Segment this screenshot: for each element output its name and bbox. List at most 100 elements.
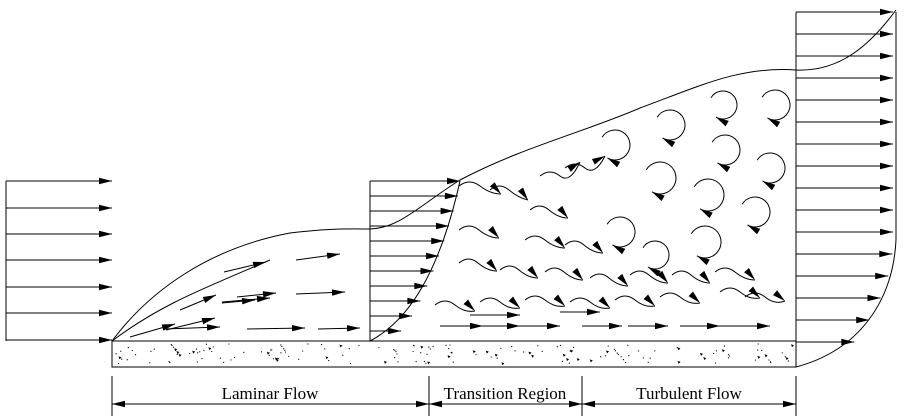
arrow-head bbox=[880, 184, 893, 192]
flow-arrow bbox=[560, 308, 600, 316]
arrow-head bbox=[508, 296, 520, 308]
plate-speck bbox=[189, 352, 191, 355]
plate-speck bbox=[561, 360, 563, 362]
plate-speck bbox=[328, 359, 330, 362]
transition-velocity-arrow bbox=[370, 252, 440, 260]
arrow-head bbox=[486, 258, 497, 271]
plate-speck bbox=[320, 343, 323, 346]
arrow-head bbox=[707, 322, 720, 330]
wavy-arrow bbox=[458, 258, 498, 272]
plate-speck bbox=[195, 348, 198, 350]
transition-velocity-arrow bbox=[370, 207, 454, 215]
plate-speck bbox=[272, 358, 274, 360]
laminar-profile-curve bbox=[111, 259, 271, 342]
plate-speck bbox=[616, 352, 618, 354]
plate-speck bbox=[383, 360, 387, 364]
turbulent-velocity-arrow bbox=[796, 52, 893, 60]
plate-speck bbox=[765, 355, 767, 357]
arrow-head bbox=[414, 282, 428, 290]
plate-speck bbox=[203, 349, 205, 352]
arrow-head bbox=[112, 400, 125, 408]
arrow-head bbox=[880, 206, 893, 214]
plate-speck bbox=[120, 350, 122, 352]
plate-speck bbox=[176, 353, 178, 355]
plate-speck bbox=[727, 353, 730, 356]
arrow-head bbox=[572, 267, 583, 280]
transition-velocity-arrow bbox=[370, 267, 434, 275]
plate-texture bbox=[115, 343, 795, 366]
inlet-velocity-arrow bbox=[6, 177, 112, 185]
wavy-arrow bbox=[564, 155, 606, 171]
wavy-arrow bbox=[529, 205, 569, 219]
plate-speck bbox=[394, 357, 396, 359]
plate-speck bbox=[541, 350, 543, 353]
plate-speck bbox=[628, 355, 630, 357]
plate-speck bbox=[415, 361, 417, 363]
plate-speck bbox=[131, 349, 133, 352]
plate-speck bbox=[485, 350, 489, 354]
arrow-head bbox=[256, 295, 270, 303]
flow-arrow bbox=[165, 317, 216, 331]
plate-speck bbox=[622, 359, 625, 361]
flow-arrow bbox=[720, 322, 770, 330]
arrow-head bbox=[688, 291, 700, 303]
turbulent-velocity-arrow bbox=[796, 250, 893, 258]
wavy-arrow bbox=[614, 294, 656, 307]
plate-speck bbox=[412, 350, 414, 353]
plate-speck bbox=[233, 356, 236, 359]
arrow-head bbox=[206, 324, 220, 331]
arrow-head bbox=[598, 296, 610, 308]
plate-speck bbox=[452, 361, 454, 363]
arrow-head bbox=[99, 309, 112, 317]
plate-speck bbox=[728, 355, 731, 357]
plate-speck bbox=[428, 346, 430, 348]
arrow-head bbox=[880, 228, 893, 236]
turbulent-velocity-arrow bbox=[796, 140, 893, 148]
flow-arrow bbox=[179, 294, 217, 311]
turbulent-velocity-profile bbox=[795, 8, 897, 368]
plate-speck bbox=[676, 346, 678, 349]
plate-speck bbox=[378, 347, 380, 349]
plate-speck bbox=[153, 348, 155, 350]
inlet-velocity-arrow bbox=[6, 309, 112, 317]
plate-speck bbox=[472, 350, 476, 354]
plate-speck bbox=[426, 353, 428, 355]
arrow-head bbox=[767, 117, 781, 128]
plate-speck bbox=[514, 350, 516, 352]
wavy-arrow bbox=[659, 291, 701, 304]
wavy-arrow bbox=[671, 270, 711, 284]
plate-speck bbox=[625, 361, 627, 364]
flow-arrow bbox=[246, 325, 306, 332]
plate-speck bbox=[721, 349, 725, 353]
wavy-arrow bbox=[569, 296, 611, 309]
turbulent-velocity-arrow bbox=[796, 184, 893, 192]
plate-speck bbox=[703, 357, 707, 361]
plate-speck bbox=[523, 351, 525, 353]
arrow-head bbox=[547, 322, 560, 330]
plate-speck bbox=[288, 355, 290, 357]
transition-velocity-arrow bbox=[370, 237, 445, 245]
arrow-head bbox=[463, 299, 475, 311]
wavy-arrow bbox=[589, 273, 629, 287]
plate-speck bbox=[284, 349, 286, 351]
plate-speck bbox=[205, 343, 207, 345]
arrow-head bbox=[554, 236, 565, 248]
plate-speck bbox=[614, 350, 617, 352]
transition-velocity-arrow bbox=[370, 192, 458, 200]
plate-speck bbox=[150, 350, 152, 352]
dimension-arrow bbox=[112, 400, 429, 408]
region-label-laminar: Laminar Flow bbox=[222, 384, 320, 403]
flow-arrow bbox=[295, 252, 341, 261]
arrow-head bbox=[436, 222, 450, 230]
arrow-head bbox=[201, 317, 215, 325]
flow-arrow bbox=[480, 322, 520, 330]
transition-wavy-arrows bbox=[434, 155, 786, 312]
plate-speck bbox=[121, 358, 123, 360]
dimension-arrow bbox=[582, 400, 796, 408]
arrow-head bbox=[407, 297, 421, 305]
plate-speck bbox=[348, 348, 350, 350]
flow-arrow bbox=[221, 297, 256, 305]
arrow-head bbox=[489, 182, 501, 194]
plate-speck bbox=[243, 351, 245, 353]
plate-speck bbox=[413, 344, 415, 347]
